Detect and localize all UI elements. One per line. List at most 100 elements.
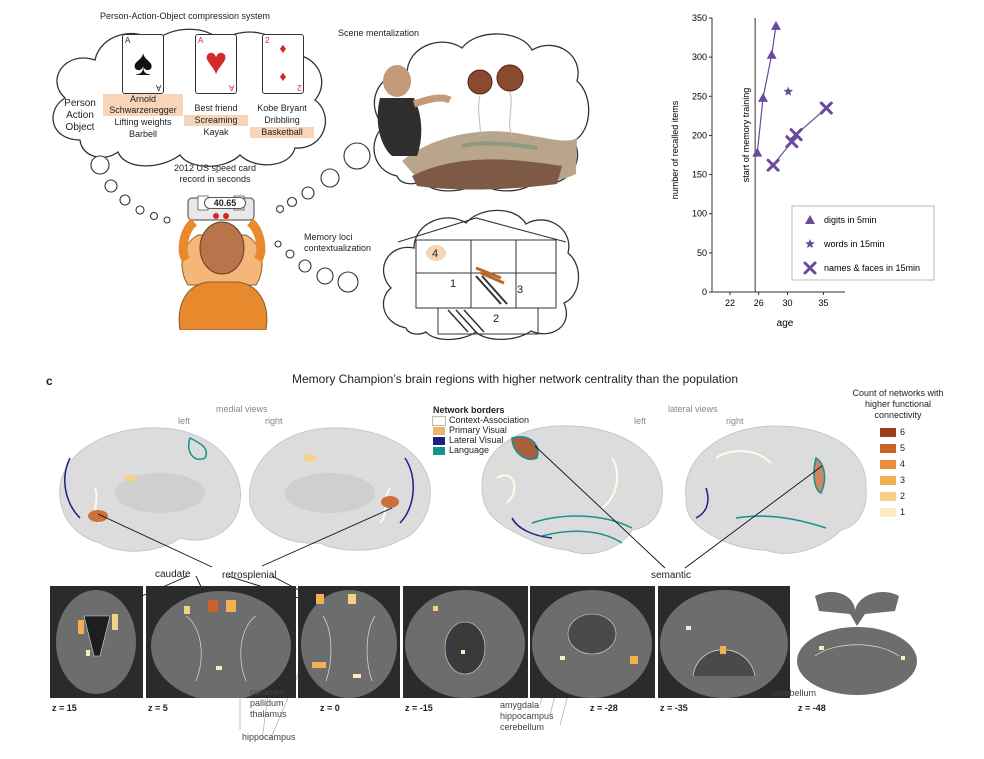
x-tick-label: 35 [818, 298, 828, 308]
count-label: 2 [900, 491, 906, 501]
network-border-label: Context-Association [449, 415, 530, 425]
network-border-item: Lateral Visual [433, 435, 529, 445]
slice-label-z-28: z = -28 [590, 703, 618, 713]
label-cerebellum: cerebellum [772, 688, 817, 698]
loci-cloud [382, 209, 580, 341]
legend-marker-cross [803, 261, 817, 275]
medial-right-label: right [265, 416, 283, 426]
count-swatch [880, 444, 896, 454]
brain-lateral-left [481, 425, 663, 555]
legend-marker-triangle [805, 215, 815, 224]
data-point-cross [785, 135, 799, 149]
data-point-cross [819, 101, 833, 115]
data-point-cross [766, 158, 780, 172]
y-tick-label: 350 [692, 13, 707, 23]
count-label: 3 [900, 475, 906, 485]
count-scale-item: 4 [880, 456, 905, 472]
panel-c-title: Memory Champion’s brain regions with hig… [291, 372, 738, 386]
data-point-cross [789, 128, 803, 142]
count-scale-item: 2 [880, 488, 905, 504]
count-label: 4 [900, 459, 906, 469]
x-tick-label: 30 [782, 298, 792, 308]
network-border-item: Context-Association [432, 415, 530, 426]
loci-number-3: 3 [517, 284, 524, 296]
lateral-right-label: right [726, 416, 744, 426]
y-tick-label: 100 [692, 209, 707, 219]
y-tick-label: 250 [692, 91, 707, 101]
chart-legend [791, 205, 935, 281]
pao-label: Person Action Object [64, 98, 96, 133]
chart-marks [752, 20, 833, 172]
count-scale-item: 5 [880, 440, 905, 456]
data-point-triangle [770, 20, 781, 30]
y-tick-label: 150 [692, 170, 707, 180]
label-retrosplenial: retrosplenial [222, 570, 277, 581]
card-text-2: Best friend Screaming Kayak [184, 103, 248, 138]
mri-slice-z-35 [658, 586, 790, 698]
card-ace-spade: A ♠ A [122, 34, 164, 94]
slice-label-z5: z = 5 [148, 703, 168, 713]
label-hippocampus: hippocampus [242, 732, 296, 742]
scene-cloud [373, 33, 590, 192]
lateral-views-label: lateral views [668, 404, 718, 414]
legend-label: words in 15min [823, 239, 885, 249]
mri-slice-z15 [50, 586, 143, 698]
loci-number-2: 2 [493, 313, 500, 325]
chart-legend-items: digits in 5min words in 15min names & face… [803, 215, 920, 275]
loci-number-1: 1 [450, 278, 457, 290]
record-caption: 2012 US speed card record in seconds [173, 163, 257, 184]
brain-medial-left [59, 427, 242, 552]
data-point-triangle [758, 92, 769, 102]
data-point-triangle [766, 49, 777, 59]
count-swatch [880, 476, 896, 486]
label-caudate: caudate [155, 569, 191, 580]
count-swatch [880, 460, 896, 470]
subcortical-labels: putamen pallidum thalamus [250, 687, 287, 719]
network-border-label: Lateral Visual [449, 435, 504, 445]
medial-views-label: medial views [216, 404, 268, 414]
network-border-swatch [433, 436, 445, 445]
y-tick-label: 300 [692, 52, 707, 62]
mri-slice-z-28 [530, 586, 655, 698]
loci-title: Memory loci contextualization [304, 232, 372, 253]
x-tick-label: 26 [754, 298, 764, 308]
legend-marker-star [805, 239, 815, 249]
card-text-3: Kobe Bryant Dribbling Basketball [250, 103, 314, 138]
brain-medial-right [248, 427, 431, 551]
count-label: 1 [900, 507, 906, 517]
count-label: 5 [900, 443, 906, 453]
x-axis-label: age [777, 318, 794, 329]
network-border-label: Primary Visual [449, 425, 507, 435]
mri-slice-z5 [146, 586, 296, 698]
network-border-item: Primary Visual [433, 425, 529, 435]
legend-label: digits in 5min [824, 215, 877, 225]
diamond-icon: ♦ [279, 40, 287, 56]
network-border-label: Language [449, 445, 490, 455]
heart-icon: ♥ [204, 41, 228, 83]
data-point-star [783, 86, 793, 96]
slice-label-z-35: z = -35 [660, 703, 688, 713]
slice-label-z-48: z = -48 [798, 703, 826, 713]
record-display: 40.65 [204, 197, 246, 209]
slice-label-z-15: z = -15 [405, 703, 433, 713]
y-tick-label: 50 [697, 248, 707, 258]
thought-dots-lower [274, 240, 359, 293]
loci-number-4: 4 [432, 248, 439, 260]
slice-label-z15: z = 15 [52, 703, 77, 713]
y-axis-label: number of recalled items [670, 100, 680, 199]
card-text-1: Arnold Schwarzenegger Lifting weights Ba… [103, 94, 183, 140]
thought-dots-left [90, 155, 171, 224]
data-point-triangle [752, 147, 763, 157]
compression-title: Person-Action-Object compression system [99, 11, 271, 21]
count-title: Count of networks with higher functional… [852, 388, 944, 420]
card-two-diamond: 2 ♦ ♦ 2 [262, 34, 304, 94]
card-ace-heart: A ♥ A [195, 34, 237, 94]
count-swatch [880, 428, 896, 438]
spade-icon: ♠ [133, 42, 153, 83]
slice-label-z0: z = 0 [320, 703, 340, 713]
y-tick-label: 0 [702, 287, 707, 297]
mri-slice-z-48 [795, 586, 919, 698]
count-swatch [880, 508, 896, 518]
legend-label: names & faces in 15min [824, 263, 920, 273]
